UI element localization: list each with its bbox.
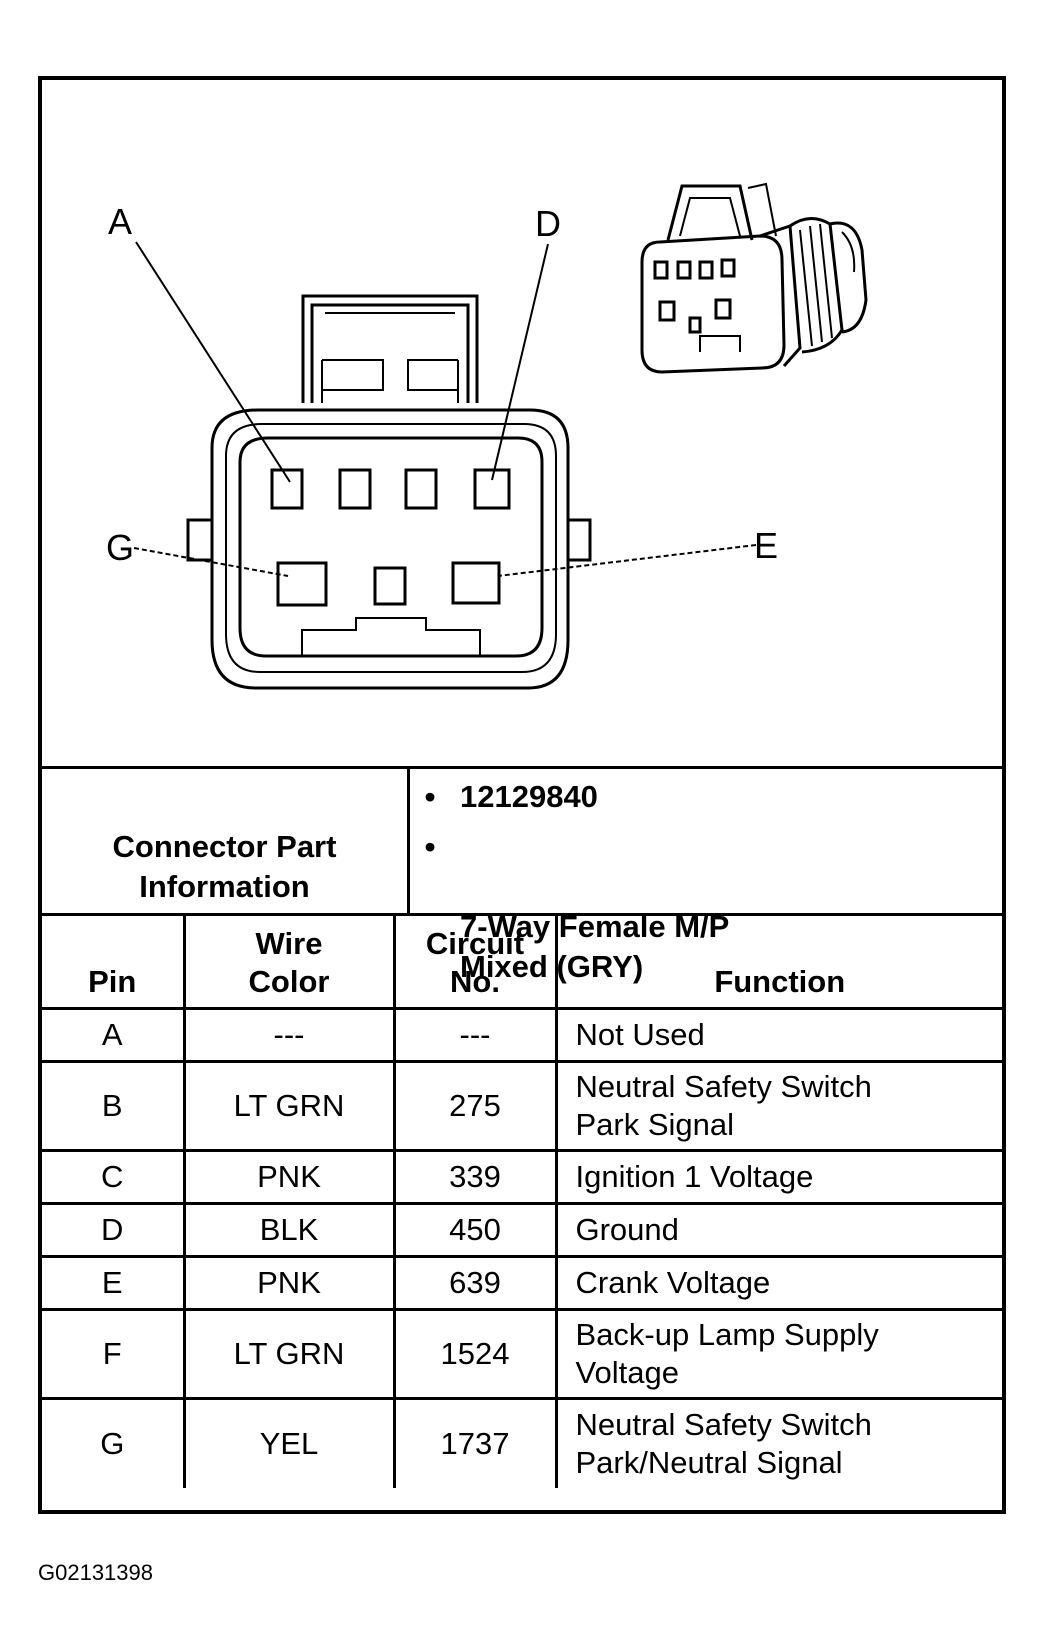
cell-circuit: 450	[392, 1202, 558, 1258]
cell-pin: E	[42, 1255, 186, 1311]
cell-wire-color: YEL	[182, 1397, 396, 1488]
label-pin-a: A	[108, 201, 132, 242]
table-row: F LT GRN 1524 Back-up Lamp Supply Voltag…	[42, 1308, 1002, 1400]
label-pin-d: D	[535, 203, 561, 244]
table-header-row: Pin Wire Color Circuit No. Function	[42, 913, 1002, 1010]
connector-face-view	[186, 294, 592, 690]
cell-function: Crank Voltage	[554, 1255, 1002, 1311]
cell-pin: B	[42, 1060, 186, 1152]
cell-wire-color: LT GRN	[182, 1308, 396, 1400]
connector-info-label: Connector Part Information	[112, 829, 337, 904]
cell-function: Ignition 1 Voltage	[554, 1149, 1002, 1205]
figure-frame	[38, 76, 1006, 1514]
table-row: B LT GRN 275 Neutral Safety Switch Park …	[42, 1060, 1002, 1152]
cell-wire-color: ---	[182, 1007, 396, 1063]
table-row: G YEL 1737 Neutral Safety Switch Park/Ne…	[42, 1397, 1002, 1488]
connector-part-info: Connector Part Information • 12129840 • …	[42, 766, 1002, 984]
cell-pin: F	[42, 1308, 186, 1400]
cell-function: Neutral Safety Switch Park/Neutral Signa…	[554, 1397, 1002, 1488]
connector-isometric-view	[640, 182, 868, 374]
bullet-icon: •	[424, 779, 436, 814]
table-row: D BLK 450 Ground	[42, 1202, 1002, 1258]
part-number: 12129840	[460, 779, 598, 814]
header-wire-color: Wire Color	[182, 913, 396, 1010]
bullet-icon: •	[424, 829, 436, 864]
cell-circuit: 639	[392, 1255, 558, 1311]
cell-circuit: 339	[392, 1149, 558, 1205]
part-number-item: • 12129840	[425, 777, 598, 817]
table-row: C PNK 339 Ignition 1 Voltage	[42, 1149, 1002, 1205]
cell-circuit: ---	[392, 1007, 558, 1063]
cell-function: Neutral Safety Switch Park Signal	[554, 1060, 1002, 1152]
header-pin: Pin	[42, 913, 186, 1010]
connector-info-label-cell: Connector Part Information	[42, 769, 410, 913]
cell-circuit: 1737	[392, 1397, 558, 1488]
cell-circuit: 1524	[392, 1308, 558, 1400]
cell-pin: C	[42, 1149, 186, 1205]
table-row: E PNK 639 Crank Voltage	[42, 1255, 1002, 1311]
pin-table: Pin Wire Color Circuit No. Function A --…	[42, 913, 1002, 1488]
cell-pin: G	[42, 1397, 186, 1488]
cell-wire-color: BLK	[182, 1202, 396, 1258]
label-pin-g: G	[106, 527, 134, 568]
cell-wire-color: LT GRN	[182, 1060, 396, 1152]
cell-circuit: 275	[392, 1060, 558, 1152]
label-pin-e: E	[754, 525, 778, 566]
figure-code: G02131398	[38, 1560, 153, 1585]
cell-wire-color: PNK	[182, 1149, 396, 1205]
cell-pin: A	[42, 1007, 186, 1063]
connector-info-details: • 12129840 • 7-Way Female M/P Mixed (GRY…	[410, 769, 1002, 984]
cell-function: Not Used	[554, 1007, 1002, 1063]
header-function: Function	[554, 913, 1002, 1010]
cell-wire-color: PNK	[182, 1255, 396, 1311]
connector-diagram: A D G E	[106, 182, 868, 690]
cell-function: Back-up Lamp Supply Voltage	[554, 1308, 1002, 1400]
cell-function: Ground	[554, 1202, 1002, 1258]
table-row: A --- --- Not Used	[42, 1007, 1002, 1063]
header-circuit-no: Circuit No.	[392, 913, 558, 1010]
leader-lines	[133, 241, 757, 577]
cell-pin: D	[42, 1202, 186, 1258]
